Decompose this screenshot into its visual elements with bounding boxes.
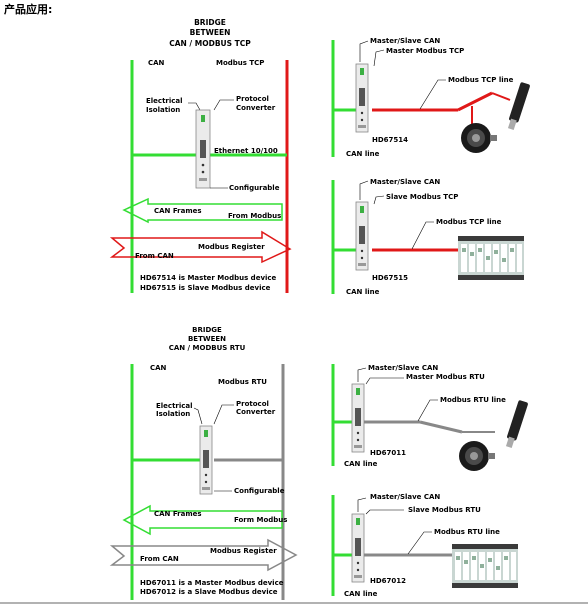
encoder-icon bbox=[459, 441, 495, 471]
bottom-note-2: HD67012 is a Slave Modbus device bbox=[140, 588, 278, 596]
bottom-application-1: Master/Slave CAN Master Modbus RTU Modbu… bbox=[331, 364, 529, 471]
bottom-title-line-2: BETWEEN bbox=[188, 335, 226, 343]
bottom-protocol-converter-2: Converter bbox=[236, 408, 276, 416]
hd67515-device bbox=[355, 201, 369, 271]
top-electrical-isolation-1: Electrical bbox=[146, 97, 183, 105]
bottom-electrical-isolation-1: Electrical bbox=[156, 402, 193, 410]
bottom-app2-line-label: Modbus RTU line bbox=[434, 528, 500, 536]
top-bridge-diagram: BRIDGE BETWEEN CAN / MODBUS TCP CAN Modb… bbox=[109, 18, 292, 293]
top-from-can-label: From CAN bbox=[135, 252, 174, 260]
top-ethernet-label: Ethernet 10/100 bbox=[214, 147, 278, 155]
top-app1-bus-role: Master Modbus TCP bbox=[386, 47, 464, 55]
bottom-app1-line-label: Modbus RTU line bbox=[440, 396, 506, 404]
hd67514-device bbox=[355, 63, 369, 133]
top-can-frames-arrow bbox=[122, 197, 283, 224]
top-app2-role: Master/Slave CAN bbox=[370, 178, 440, 186]
top-from-modbus-label: From Modbus bbox=[228, 212, 281, 220]
bottom-modbus-register-label: Modbus Register bbox=[210, 547, 277, 555]
top-bus-label: Modbus TCP bbox=[216, 59, 264, 67]
bottom-configurable-label: Configurable bbox=[234, 487, 285, 495]
top-title-line-3: CAN / MODBUS TCP bbox=[169, 39, 251, 48]
top-app2-line-label: Modbus TCP line bbox=[436, 218, 502, 226]
bottom-can-label: CAN bbox=[150, 364, 167, 372]
bottom-app1-role: Master/Slave CAN bbox=[368, 364, 438, 372]
page-title: 产品应用: bbox=[4, 3, 53, 16]
sensor-icon bbox=[505, 399, 529, 448]
bottom-application-2: Master/Slave CAN Slave Modbus RTU Modbus… bbox=[331, 493, 518, 598]
top-app2-bus-role: Slave Modbus TCP bbox=[386, 193, 458, 201]
hd67012-device bbox=[351, 513, 365, 583]
plc-icon bbox=[452, 544, 518, 588]
bottom-from-modbus-label: Form Modbus bbox=[234, 516, 287, 524]
top-electrical-isolation-2: Isolation bbox=[146, 106, 180, 114]
top-converter-pointer bbox=[213, 99, 234, 111]
top-app1-role: Master/Slave CAN bbox=[370, 37, 440, 45]
bottom-app1-bus-role: Master Modbus RTU bbox=[406, 373, 485, 381]
top-note-1: HD67514 is Master Modbus device bbox=[140, 274, 277, 282]
bottom-protocol-converter-1: Protocol bbox=[236, 400, 269, 408]
bottom-app2-bus-role: Slave Modbus RTU bbox=[408, 506, 481, 514]
top-modbus-register-label: Modbus Register bbox=[198, 243, 265, 251]
top-protocol-converter-2: Converter bbox=[236, 104, 276, 112]
top-converter-device bbox=[195, 109, 211, 189]
top-app1-model: HD67514 bbox=[372, 136, 408, 144]
top-protocol-converter-1: Protocol bbox=[236, 95, 269, 103]
bottom-note-1: HD67011 is a Master Modbus device bbox=[140, 579, 284, 587]
top-modbus-register-arrow bbox=[109, 230, 292, 264]
bottom-bridge-diagram: BRIDGE BETWEEN CAN / MODBUS RTU CAN Modb… bbox=[109, 326, 298, 600]
bottom-bus-label: Modbus RTU bbox=[218, 378, 267, 386]
bottom-converter-device bbox=[199, 425, 213, 495]
bottom-title-line-1: BRIDGE bbox=[192, 326, 222, 334]
top-can-frames-label: CAN Frames bbox=[154, 207, 202, 215]
bottom-title-line-3: CAN / MODBUS RTU bbox=[169, 344, 246, 352]
plc-icon bbox=[458, 236, 524, 280]
top-title-line-2: BETWEEN bbox=[190, 28, 231, 37]
bottom-electrical-isolation-2: Isolation bbox=[156, 410, 190, 418]
hd67011-device bbox=[351, 383, 365, 453]
top-title-line-1: BRIDGE bbox=[194, 18, 226, 27]
bottom-can-frames-label: CAN Frames bbox=[154, 510, 202, 518]
top-note-2: HD67515 is Slave Modbus device bbox=[140, 284, 271, 292]
top-application-2: Master/Slave CAN Slave Modbus TCP Modbus… bbox=[331, 178, 524, 296]
bottom-app1-can-line-label: CAN line bbox=[344, 460, 378, 468]
bottom-app2-model: HD67012 bbox=[370, 577, 406, 585]
bottom-app2-role: Master/Slave CAN bbox=[370, 493, 440, 501]
top-app1-can-line-label: CAN line bbox=[346, 150, 380, 158]
top-can-label: CAN bbox=[148, 59, 165, 67]
bottom-app2-can-line-label: CAN line bbox=[344, 590, 378, 598]
top-app1-line-label: Modbus TCP line bbox=[448, 76, 514, 84]
bottom-app1-model: HD67011 bbox=[370, 449, 406, 457]
sensor-icon bbox=[507, 81, 531, 130]
top-app2-can-line-label: CAN line bbox=[346, 288, 380, 296]
bottom-from-can-label: From CAN bbox=[140, 555, 179, 563]
bottom-modbus-register-arrow bbox=[109, 538, 298, 572]
top-application-1: Master/Slave CAN Master Modbus TCP Modbu… bbox=[331, 37, 531, 158]
bottom-can-frames-arrow bbox=[122, 504, 283, 536]
encoder-icon bbox=[461, 123, 497, 153]
top-isolation-pointer bbox=[188, 102, 201, 111]
top-configurable-label: Configurable bbox=[229, 184, 280, 192]
top-app2-model: HD67515 bbox=[372, 274, 408, 282]
